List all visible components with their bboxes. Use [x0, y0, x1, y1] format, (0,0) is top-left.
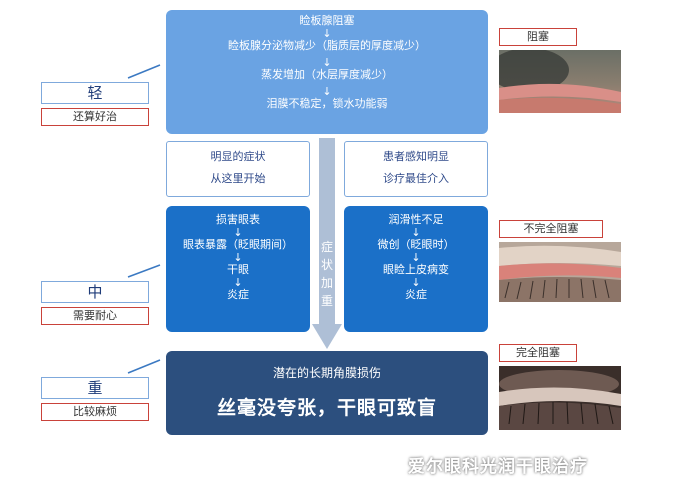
- down-arrow-icon: ↓: [166, 86, 488, 97]
- consequence-text: 潜在的长期角膜损伤: [166, 351, 488, 381]
- connector-heavy: [128, 360, 160, 373]
- info-text: 明显的症状: [167, 146, 309, 168]
- severity-light: 轻: [41, 82, 149, 104]
- down-arrow-icon: ↓: [344, 277, 488, 288]
- flow-step: 炎症: [166, 288, 310, 302]
- info-text: 从这里开始: [167, 168, 309, 190]
- eyelid-photo-icon: [499, 366, 621, 430]
- photo-label-complete: 完全阻塞: [499, 344, 577, 362]
- consequence-headline: 丝毫没夸张，干眼可致盲: [166, 381, 488, 420]
- flow-step-2: 睑板腺分泌物减少（脂质层的厚度减少）: [166, 39, 488, 53]
- severity-light-note: 还算好治: [41, 108, 149, 126]
- info-box-treatment: 患者感知明显 诊疗最佳介入: [344, 141, 488, 197]
- flow-step: 眼表暴露（眨眼期间）: [166, 238, 310, 252]
- info-text: 患者感知明显: [345, 146, 487, 168]
- worsening-char: 状: [318, 256, 336, 274]
- severity-medium: 中: [41, 281, 149, 303]
- severity-medium-note: 需要耐心: [41, 307, 149, 325]
- photo-label-blocked: 阻塞: [499, 28, 577, 46]
- connector-medium: [128, 265, 160, 277]
- down-arrow-icon: ↓: [344, 227, 488, 238]
- flow-step: 润滑性不足: [344, 213, 488, 227]
- worsening-char: 症: [318, 238, 336, 256]
- photo-label-partial: 不完全阻塞: [499, 220, 603, 238]
- info-text: 诊疗最佳介入: [345, 168, 487, 190]
- flow-step-4: 泪膜不稳定，锁水功能弱: [166, 97, 488, 111]
- severity-heavy-note: 比较麻烦: [41, 403, 149, 421]
- flow-step: 炎症: [344, 288, 488, 302]
- severity-heavy: 重: [41, 377, 149, 399]
- eyelid-photo-icon: [499, 50, 621, 113]
- worsening-char: 重: [318, 292, 336, 310]
- down-arrow-icon: ↓: [166, 57, 488, 68]
- flow-step-1: 睑板腺阻塞: [166, 14, 488, 28]
- damage-flow-left: 损害眼表 ↓ 眼表暴露（眨眼期间） ↓ 干眼 ↓ 炎症: [166, 206, 310, 332]
- flow-step: 干眼: [166, 263, 310, 277]
- down-arrow-icon: ↓: [344, 252, 488, 263]
- consequence-box: 潜在的长期角膜损伤 丝毫没夸张，干眼可致盲: [166, 351, 488, 435]
- down-arrow-icon: ↓: [166, 277, 310, 288]
- worsening-label: 症 状 加 重: [318, 238, 336, 310]
- info-box-symptoms: 明显的症状 从这里开始: [166, 141, 310, 197]
- eyelid-photo-icon: [499, 242, 621, 302]
- down-arrow-icon: ↓: [166, 28, 488, 39]
- flow-step-3: 蒸发增加（水层厚度减少）: [166, 68, 488, 82]
- flow-step: 损害眼表: [166, 213, 310, 227]
- down-arrow-icon: ↓: [166, 227, 310, 238]
- worsening-char: 加: [318, 274, 336, 292]
- flow-step: 微创（眨眼时）: [344, 238, 488, 252]
- cause-flow-box: 睑板腺阻塞 ↓ 睑板腺分泌物减少（脂质层的厚度减少） ↓ 蒸发增加（水层厚度减少…: [166, 10, 488, 134]
- connector-light: [128, 65, 160, 78]
- flow-step: 眼睑上皮病变: [344, 263, 488, 277]
- down-arrow-icon: ↓: [166, 252, 310, 263]
- watermark-text: 爱尔眼科光润干眼治疗: [408, 452, 668, 477]
- damage-flow-right: 润滑性不足 ↓ 微创（眨眼时） ↓ 眼睑上皮病变 ↓ 炎症: [344, 206, 488, 332]
